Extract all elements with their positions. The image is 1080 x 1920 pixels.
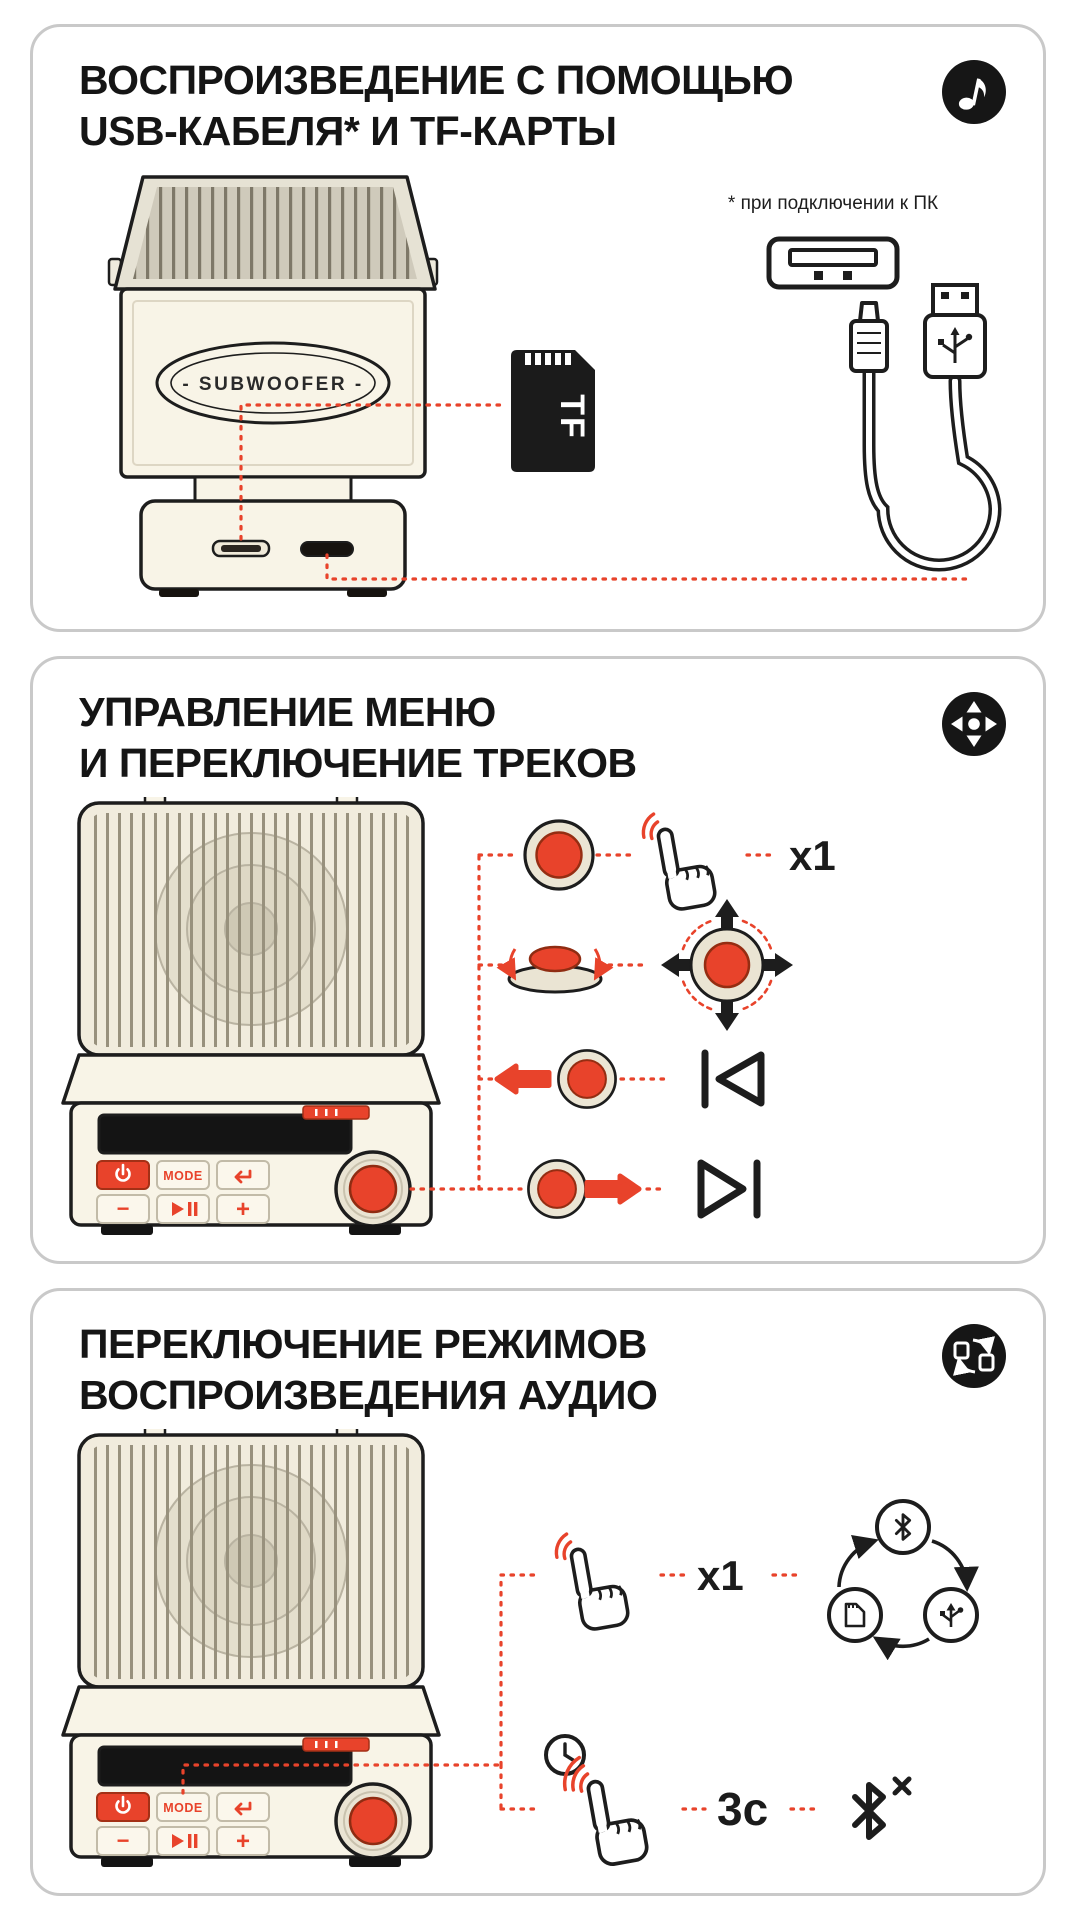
joystick-directions-icon: [661, 899, 793, 1031]
usb-cable-icon: [849, 283, 1002, 572]
dpad-icon: [942, 692, 1006, 756]
tf-mode-icon: [844, 1602, 866, 1628]
speaker-base: [139, 499, 407, 591]
hold-time-label: 3с: [717, 1783, 768, 1835]
speaker-front: [61, 797, 441, 1237]
card2-illustration: x1: [61, 797, 836, 1237]
speaker-top-illustration: - SUBWOOFER -: [107, 175, 439, 597]
title-line: ВОСПРОИЗВЕДЕНИЕ С ПОМОЩЬЮ: [79, 57, 794, 103]
dotted-connector-bus: [181, 1573, 541, 1811]
speaker-top-grille: [113, 175, 437, 291]
micro-usb-connector: [849, 301, 889, 373]
section-usb-tf-playback: ВОСПРОИЗВЕДЕНИЕ С ПОМОЩЬЮ USB-КАБЕЛЯ* И …: [30, 24, 1046, 632]
title-line: ПЕРЕКЛЮЧЕНИЕ РЕЖИМОВ: [79, 1321, 647, 1367]
knob-press-icon: [496, 945, 614, 994]
tf-card-label: TF: [553, 394, 591, 440]
row-previous-track: [497, 1049, 765, 1109]
tap-hand-icon: [553, 1526, 630, 1634]
row-hold-disconnect: 3с: [544, 1734, 912, 1870]
knob-button-icon: [527, 1159, 587, 1219]
card3-illustration: x1: [61, 1429, 979, 1891]
pc-note: * при подключении к ПК: [728, 193, 938, 214]
section-title: УПРАВЛЕНИЕ МЕНЮ И ПЕРЕКЛЮЧЕНИЕ ТРЕКОВ: [79, 687, 637, 789]
row-next-track: [527, 1159, 761, 1219]
tap-count-label: x1: [697, 1552, 744, 1599]
usb-a-connector: [923, 283, 987, 379]
music-note-icon: [942, 60, 1006, 124]
tap-hand-icon: [640, 806, 717, 914]
tap-count-label: x1: [789, 832, 836, 879]
row-joystick: [496, 899, 793, 1031]
row-cycle-modes: x1: [553, 1499, 979, 1661]
tf-card-icon: TF: [511, 350, 595, 472]
title-line: УПРАВЛЕНИЕ МЕНЮ: [79, 689, 496, 735]
knob-button-icon: [557, 1049, 617, 1109]
skip-next-icon: [697, 1159, 761, 1219]
section-menu-control: УПРАВЛЕНИЕ МЕНЮ И ПЕРЕКЛЮЧЕНИЕ ТРЕКОВ x1: [30, 656, 1046, 1264]
section-title: ВОСПРОИЗВЕДЕНИЕ С ПОМОЩЬЮ USB-КАБЕЛЯ* И …: [79, 55, 794, 157]
mode-switch-icon: [942, 1324, 1006, 1388]
subwoofer-label: - SUBWOOFER -: [182, 374, 363, 395]
dotted-connector-usb: [325, 553, 973, 581]
card1-illustration: - SUBWOOFER - TF * при подключе: [107, 175, 1002, 597]
speaker-foot: [347, 589, 387, 597]
left-arrow-icon: [497, 1066, 549, 1092]
knob-button-icon: [523, 819, 595, 891]
dotted-connector-tf: [239, 403, 509, 541]
title-line: И ПЕРЕКЛЮЧЕНИЕ ТРЕКОВ: [79, 739, 637, 786]
speaker-foot: [159, 589, 199, 597]
section-mode-switching: ПЕРЕКЛЮЧЕНИЕ РЕЖИМОВ ВОСПРОИЗВЕДЕНИЯ АУД…: [30, 1288, 1046, 1896]
bluetooth-disconnect-icon: [855, 1776, 912, 1837]
subwoofer-badge: - SUBWOOFER -: [155, 341, 391, 425]
right-arrow-icon: [587, 1176, 639, 1202]
dotted-connector-bus: [409, 853, 523, 1191]
usb-trident-icon: [938, 327, 973, 363]
row-press-knob: x1: [523, 806, 836, 914]
section-title: ПЕРЕКЛЮЧЕНИЕ РЕЖИМОВ ВОСПРОИЗВЕДЕНИЯ АУД…: [79, 1319, 658, 1421]
mode-cycle-icon: [827, 1499, 979, 1661]
usb-mode-icon: [940, 1603, 964, 1627]
usb-port-icon: [766, 236, 900, 290]
tf-card-slot: [211, 539, 271, 558]
title-line: USB-КАБЕЛЯ* И TF-КАРТЫ: [79, 107, 617, 154]
speaker-front: [61, 1429, 441, 1869]
title-line: ВОСПРОИЗВЕДЕНИЯ АУДИО: [79, 1371, 658, 1418]
skip-previous-icon: [701, 1049, 765, 1109]
